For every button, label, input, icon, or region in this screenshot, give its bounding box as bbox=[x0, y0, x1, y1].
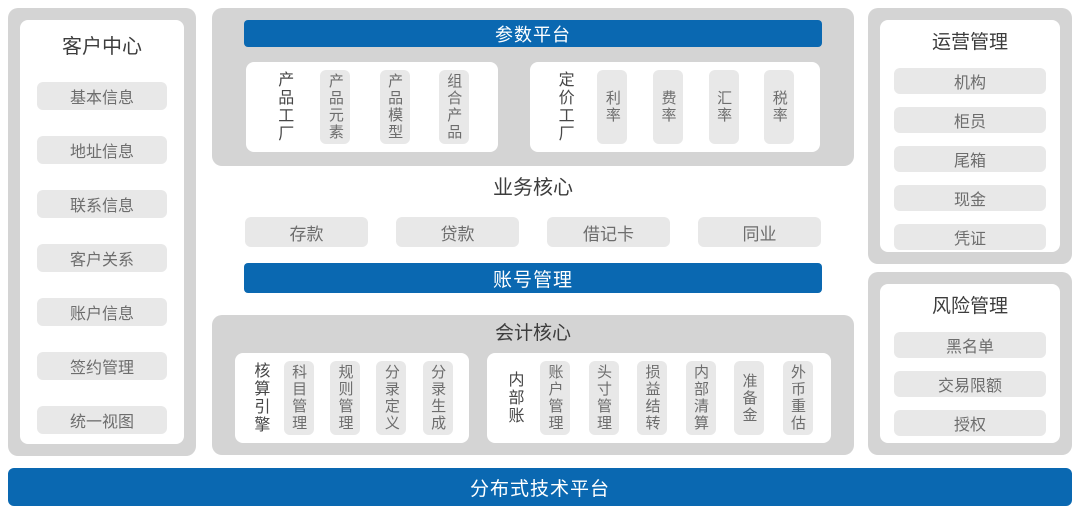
module-interbank: 同业 bbox=[698, 217, 821, 247]
module-loan: 贷款 bbox=[396, 217, 519, 247]
module-debit-card: 借记卡 bbox=[547, 217, 670, 247]
operations-items: 机构 柜员 尾箱 现金 凭证 bbox=[894, 68, 1046, 250]
distributed-platform-bar: 分布式技术平台 bbox=[8, 468, 1072, 506]
module-contract-mgmt: 签约管理 bbox=[37, 352, 167, 380]
module-product-model: 产品模型 bbox=[379, 70, 410, 144]
module-product-element: 产品元素 bbox=[320, 70, 351, 144]
risk-panel: 风险管理 黑名单 交易限额 授权 bbox=[868, 272, 1072, 455]
accounting-engine-label: 核算引擎 bbox=[251, 362, 269, 434]
operations-card: 运营管理 机构 柜员 尾箱 现金 凭证 bbox=[880, 20, 1060, 252]
pricing-factory-label: 定价工厂 bbox=[555, 71, 573, 143]
module-position-mgmt: 头寸管理 bbox=[588, 361, 619, 435]
operations-panel: 运营管理 机构 柜员 尾箱 现金 凭证 bbox=[868, 8, 1072, 264]
module-account-mgmt: 账户管理 bbox=[540, 361, 570, 435]
module-customer-relation: 客户关系 bbox=[37, 244, 167, 272]
module-entry-definition: 分录定义 bbox=[376, 361, 407, 435]
operations-title: 运营管理 bbox=[931, 32, 1008, 53]
param-platform-block: 参数平台 产品工厂 产品元素 产品模型 组合产品 定价工厂 利率 费率 汇率 税… bbox=[212, 8, 854, 166]
module-combined-product: 组合产品 bbox=[438, 70, 469, 144]
product-factory-label: 产品工厂 bbox=[275, 71, 293, 143]
module-cash: 现金 bbox=[894, 185, 1046, 211]
module-reserve: 准备金 bbox=[734, 361, 764, 435]
module-basic-info: 基本信息 bbox=[37, 82, 167, 110]
module-till-box: 尾箱 bbox=[894, 146, 1046, 172]
module-account-info: 账户信息 bbox=[37, 298, 167, 326]
accounting-core-block: 会计核心 核算引擎 科目管理 规则管理 分录定义 分录生成 内部账 账户管理 头… bbox=[212, 315, 854, 455]
module-blacklist: 黑名单 bbox=[894, 332, 1046, 358]
module-contact-info: 联系信息 bbox=[37, 190, 167, 218]
module-transaction-limit: 交易限额 bbox=[894, 371, 1046, 397]
customer-center-card: 客户中心 基本信息 地址信息 联系信息 客户关系 账户信息 签约管理 统一视图 bbox=[20, 20, 184, 444]
customer-center-items: 基本信息 地址信息 联系信息 客户关系 账户信息 签约管理 统一视图 bbox=[37, 82, 167, 434]
accounting-core-title: 会计核心 bbox=[494, 323, 571, 344]
module-subject-mgmt: 科目管理 bbox=[283, 361, 314, 435]
module-unified-view: 统一视图 bbox=[37, 406, 167, 434]
business-core-section: 业务核心 存款 贷款 借记卡 同业 账号管理 bbox=[212, 166, 854, 293]
module-entry-generation: 分录生成 bbox=[422, 361, 453, 435]
customer-center-title: 客户中心 bbox=[62, 36, 142, 58]
param-platform-row: 产品工厂 产品元素 产品模型 组合产品 定价工厂 利率 费率 汇率 税率 bbox=[246, 62, 820, 152]
module-pl-carryforward: 损益结转 bbox=[637, 361, 667, 435]
module-fx-revaluation: 外币重估 bbox=[782, 361, 813, 435]
product-factory-box: 产品工厂 产品元素 产品模型 组合产品 bbox=[246, 62, 498, 152]
business-core-title: 业务核心 bbox=[493, 177, 573, 199]
risk-title: 风险管理 bbox=[931, 296, 1008, 317]
module-exchange-rate: 汇率 bbox=[708, 70, 739, 144]
business-core-row: 存款 贷款 借记卡 同业 bbox=[245, 217, 821, 247]
module-authorization: 授权 bbox=[894, 410, 1046, 436]
module-rule-mgmt: 规则管理 bbox=[329, 361, 360, 435]
internal-ledger-box: 内部账 账户管理 头寸管理 损益结转 内部清算 准备金 外币重估 bbox=[487, 353, 831, 443]
module-fee-rate: 费率 bbox=[652, 70, 683, 144]
module-interest-rate: 利率 bbox=[597, 70, 628, 144]
param-platform-header: 参数平台 bbox=[244, 20, 822, 47]
risk-card: 风险管理 黑名单 交易限额 授权 bbox=[880, 284, 1060, 443]
accounting-core-row: 核算引擎 科目管理 规则管理 分录定义 分录生成 内部账 账户管理 头寸管理 损… bbox=[235, 353, 831, 443]
pricing-factory-box: 定价工厂 利率 费率 汇率 税率 bbox=[530, 62, 820, 152]
customer-center-panel: 客户中心 基本信息 地址信息 联系信息 客户关系 账户信息 签约管理 统一视图 bbox=[8, 8, 196, 456]
module-tax-rate: 税率 bbox=[764, 70, 795, 144]
module-address-info: 地址信息 bbox=[37, 136, 167, 164]
risk-items: 黑名单 交易限额 授权 bbox=[894, 332, 1046, 436]
internal-ledger-label: 内部账 bbox=[505, 371, 523, 425]
module-voucher: 凭证 bbox=[894, 224, 1046, 250]
module-institution: 机构 bbox=[894, 68, 1046, 94]
module-teller: 柜员 bbox=[894, 107, 1046, 133]
module-internal-clearing: 内部清算 bbox=[685, 361, 716, 435]
module-deposit: 存款 bbox=[245, 217, 368, 247]
account-management-bar: 账号管理 bbox=[244, 263, 822, 293]
accounting-engine-box: 核算引擎 科目管理 规则管理 分录定义 分录生成 bbox=[235, 353, 469, 443]
